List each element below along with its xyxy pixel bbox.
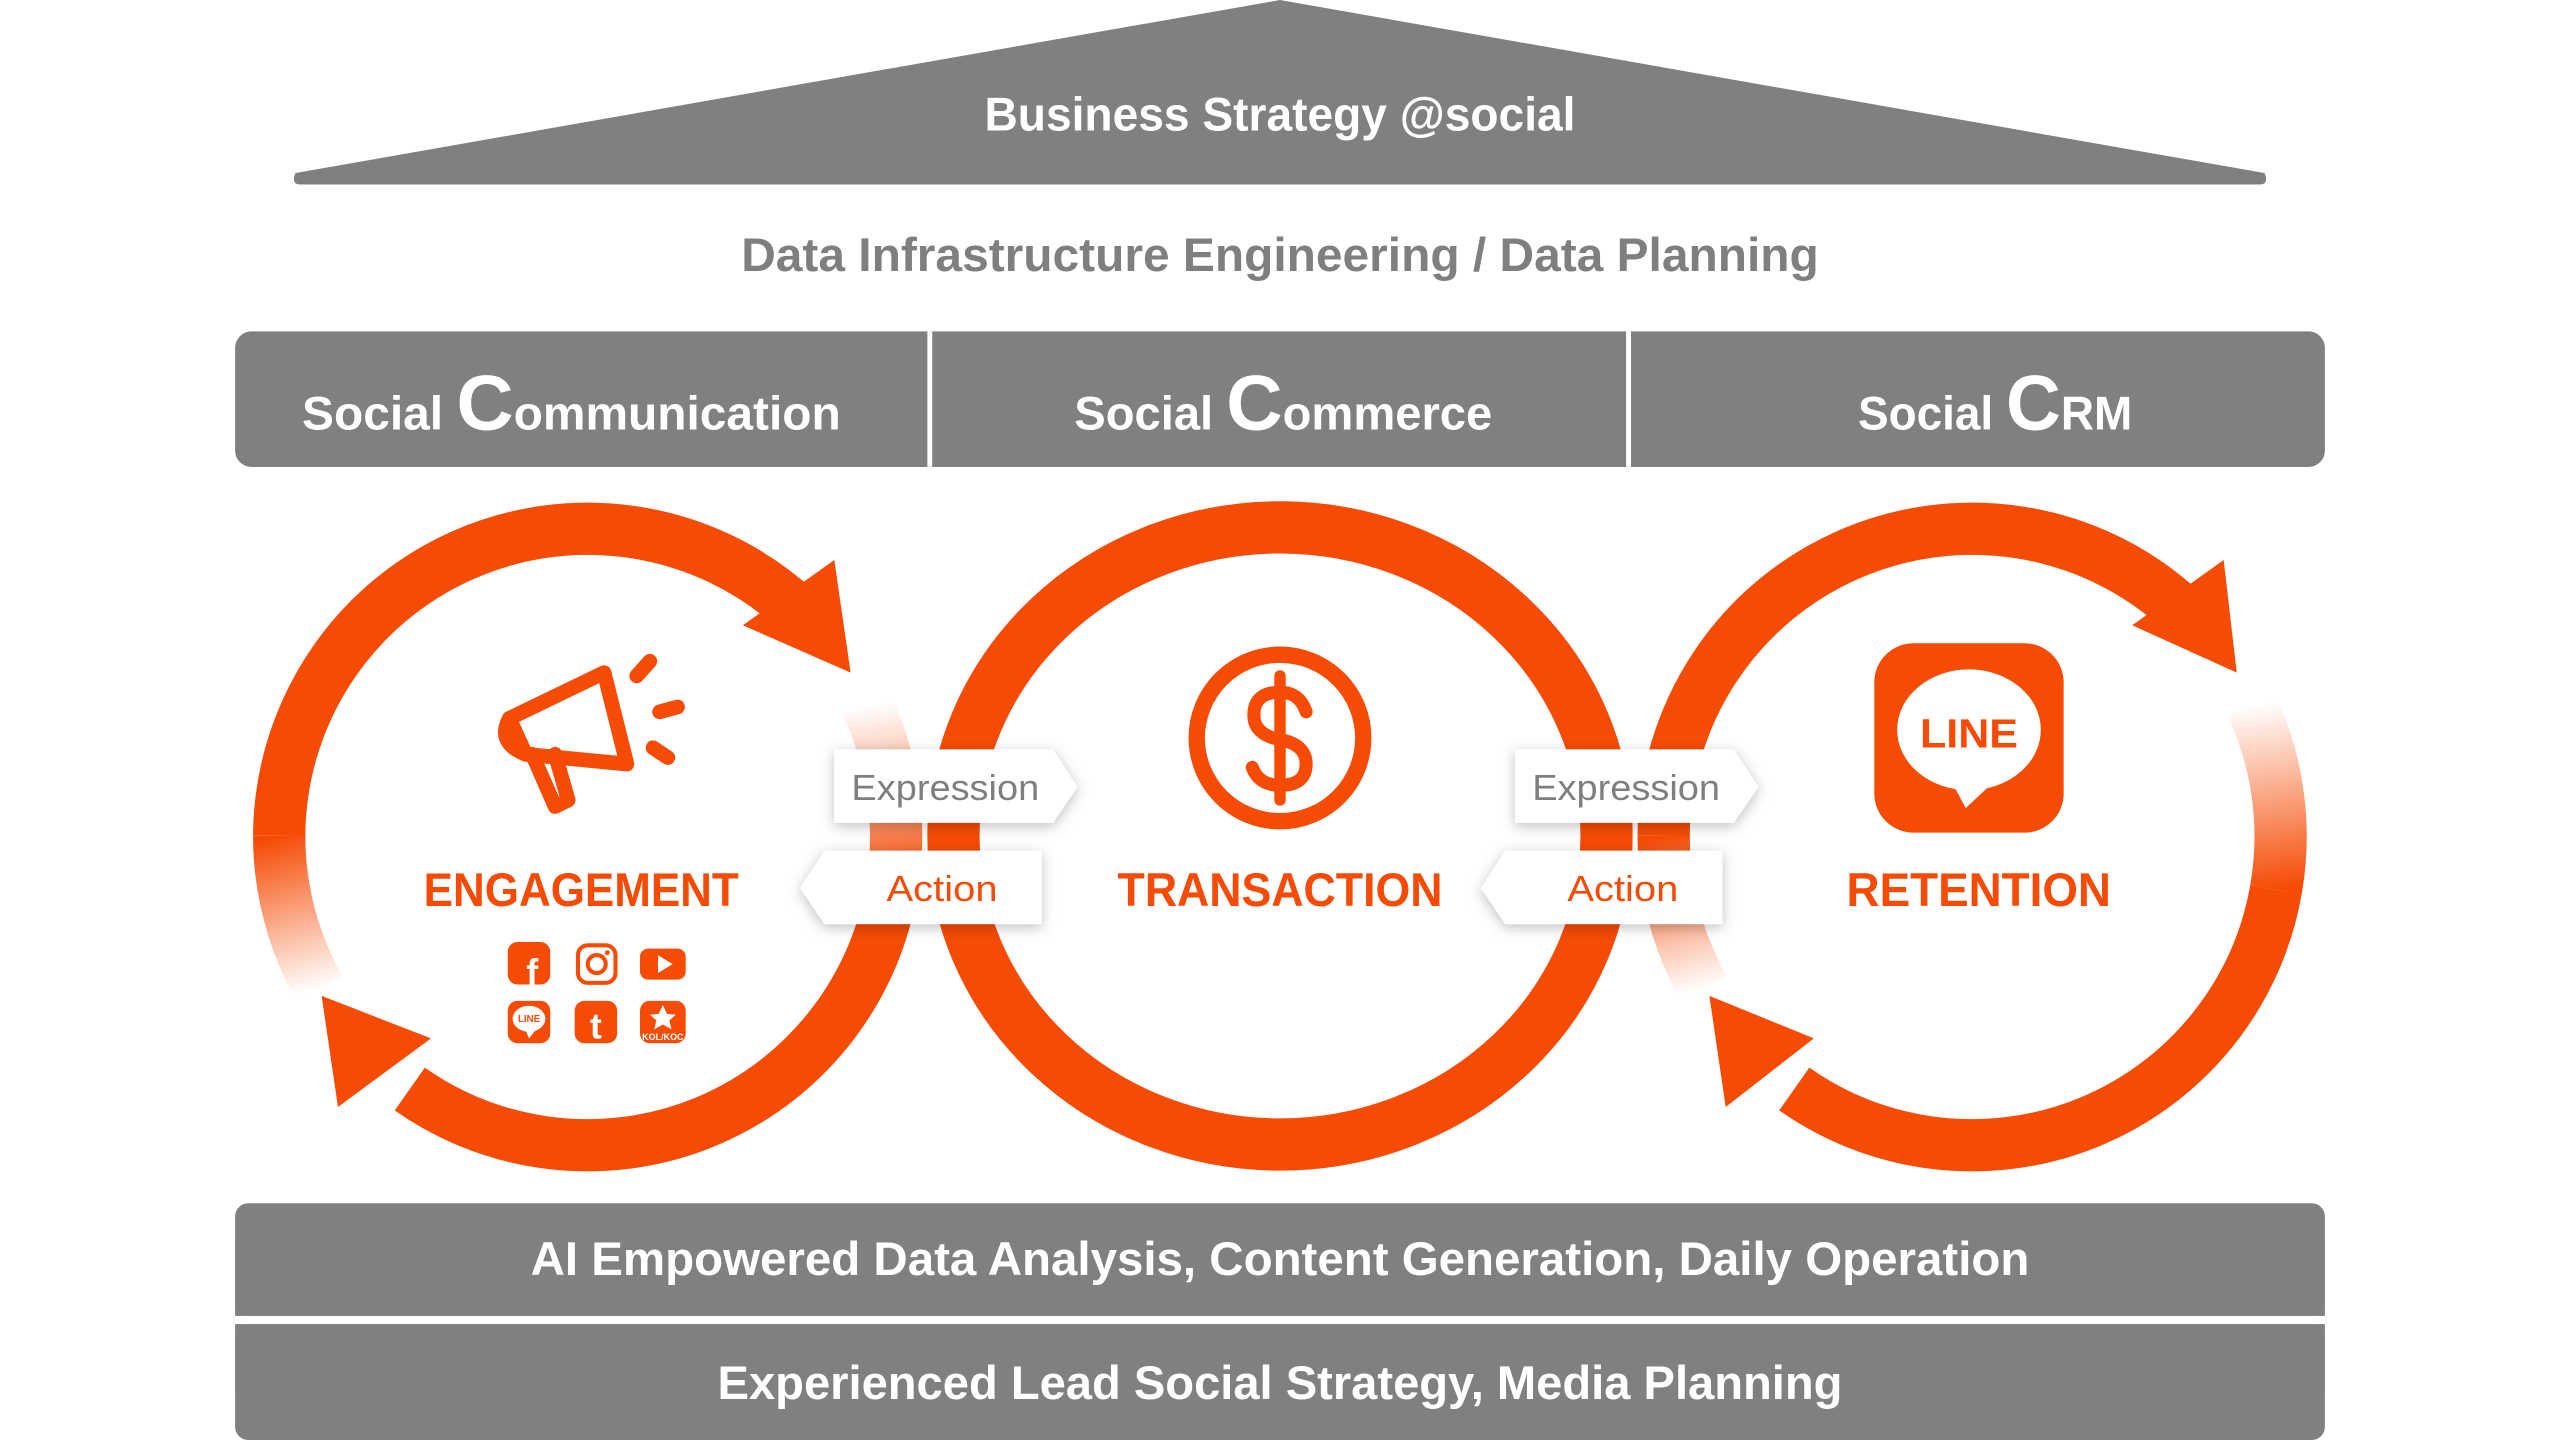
- stage-engagement: ENGAGEMENT: [424, 864, 739, 917]
- megaphone-icon: [498, 653, 685, 814]
- arrowhead-icon: [1709, 995, 1814, 1107]
- svg-text:f: f: [526, 951, 539, 992]
- foundation: AI Empowered Data Analysis, Content Gene…: [235, 1203, 2325, 1440]
- foundation-bar-strategy-fill: [235, 1324, 2325, 1390]
- tumblr-icon: t: [574, 1000, 618, 1046]
- connector-2: Expression Action: [1480, 749, 1759, 925]
- svg-text:t: t: [590, 1005, 602, 1046]
- pillar-divider: [1626, 331, 1632, 467]
- facebook-icon: f: [507, 942, 551, 992]
- line-icon: LINE: [507, 1000, 551, 1044]
- pillar-social-crm: Social CRM: [1858, 358, 2132, 446]
- action-tag: [800, 850, 1042, 925]
- retention-loop-fade: [2227, 694, 2307, 895]
- kol-koc-icon: KOL/KOC: [640, 1000, 686, 1044]
- foundation-strategy-text: Experienced Lead Social Strategy, Media …: [718, 1357, 1843, 1410]
- youtube-icon: [640, 948, 686, 980]
- action-tag: [1480, 850, 1723, 925]
- retention-loop-arc: [1779, 885, 2302, 1172]
- cycle-arrowheads: [321, 560, 2237, 1107]
- arrowhead-icon: [742, 560, 851, 673]
- instagram-icon: [575, 943, 618, 985]
- foundation-ai-text: AI Empowered Data Analysis, Content Gene…: [531, 1233, 2030, 1286]
- pillar-social-communication: Social Communication: [302, 358, 841, 446]
- engagement-loop-fade: [253, 835, 343, 1003]
- engagement-loop-arc: [253, 502, 811, 837]
- cycle-loops: [253, 501, 2307, 1172]
- roof: Business Strategy @social: [293, 0, 2267, 185]
- stage-retention: RETENTION: [1847, 864, 2111, 917]
- line-logo-text: LINE: [1920, 711, 2018, 757]
- svg-text:LINE: LINE: [518, 1014, 541, 1025]
- line-app-icon: LINE: [1874, 643, 2064, 833]
- social-icons: f LINE t KOL/KOC: [507, 942, 686, 1046]
- retention-loop-arc: [1637, 502, 2196, 837]
- action-label: Action: [1567, 868, 1678, 909]
- expression-label: Expression: [1532, 767, 1720, 808]
- dollar-circle-icon: [1188, 646, 1372, 830]
- pillars-background: [235, 331, 2325, 467]
- roof-title: Business Strategy @social: [984, 89, 1575, 142]
- action-label: Action: [887, 868, 998, 909]
- expression-tag: [1515, 749, 1759, 823]
- pillar-divider: [927, 331, 933, 467]
- stage-transaction: TRANSACTION: [1118, 864, 1443, 917]
- arrowhead-icon: [2132, 560, 2237, 673]
- subtitle: Data Infrastructure Engineering / Data P…: [741, 229, 1819, 282]
- svg-text:KOL/KOC: KOL/KOC: [642, 1032, 684, 1042]
- pillar-social-commerce: Social Commerce: [1074, 358, 1492, 446]
- transaction-loop: [927, 501, 1633, 1171]
- expression-label: Expression: [851, 767, 1039, 808]
- arrowhead-icon: [321, 995, 432, 1107]
- engagement-loop-arc: [394, 885, 918, 1172]
- foundation-bar-ai-fill: [235, 1240, 2325, 1316]
- expression-tag: [834, 749, 1078, 823]
- roof-shape: [293, 0, 2267, 185]
- connector-1: Expression Action: [800, 749, 1078, 925]
- pillars-bar: Social Communication Social Commerce Soc…: [235, 331, 2325, 467]
